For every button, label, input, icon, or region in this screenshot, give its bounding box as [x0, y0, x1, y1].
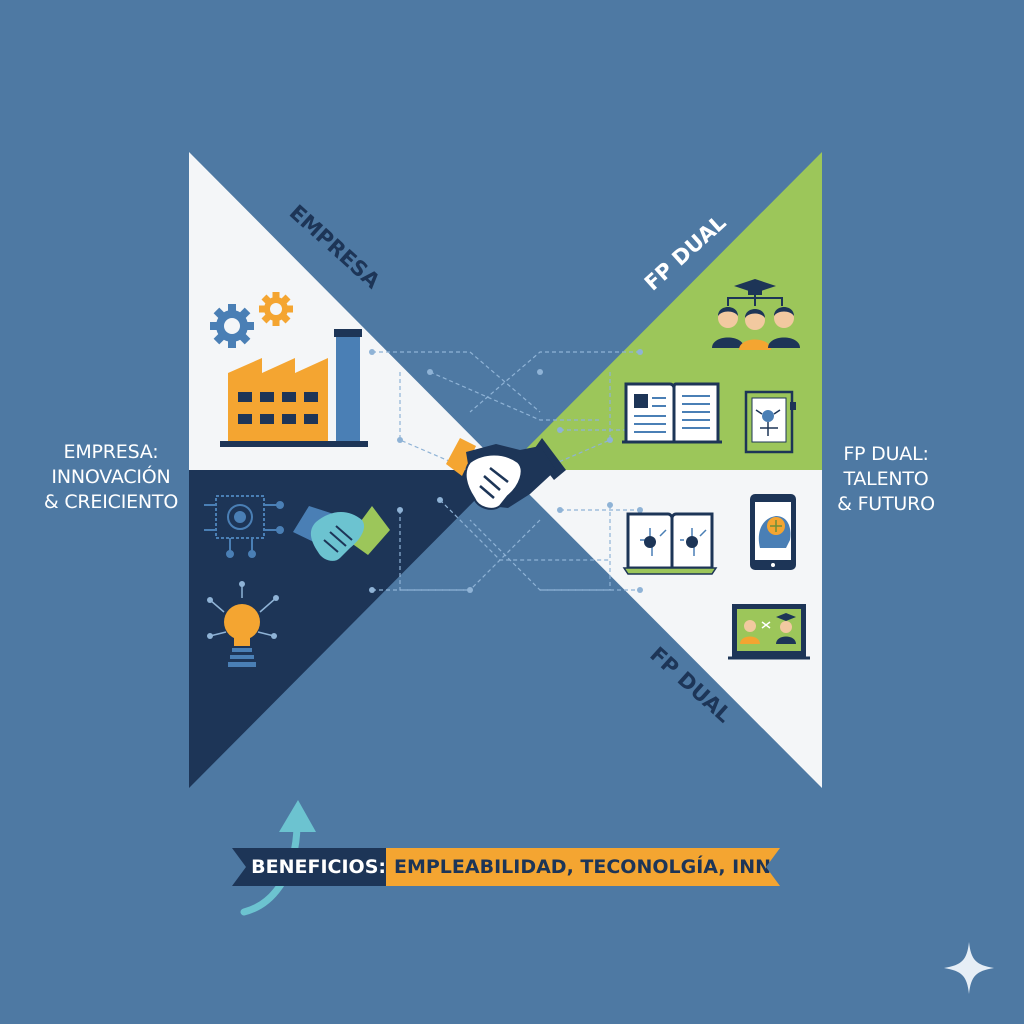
ai-chip-icon	[204, 495, 284, 558]
lightbulb-icon	[207, 581, 279, 667]
sparkle-icon	[944, 942, 994, 994]
side-label-left-line2: INNOVACIÓN	[51, 466, 171, 488]
benefits-banner: BENEFICIOS: EMPLEABILIDAD, TECONOLGÍA, I…	[232, 848, 780, 886]
central-handshake-icon	[446, 438, 566, 510]
graduation-group-icon	[712, 279, 800, 350]
factory-icon	[220, 329, 368, 447]
side-label-right: FP DUAL: TALENTO & FUTURO	[826, 442, 946, 517]
side-label-left-line3: & CREICIENTO	[43, 491, 179, 513]
circuit-book-icon	[622, 512, 718, 575]
tablet-brain-icon	[750, 494, 796, 570]
side-label-right-line1: FP DUAL:	[843, 443, 929, 465]
gears-icon	[210, 292, 293, 348]
handshake-icon	[293, 506, 390, 561]
online-class-icon	[728, 604, 810, 660]
side-label-right-line3: & FUTURO	[837, 493, 935, 515]
fpdual-top-triangle	[505, 152, 822, 470]
open-book-icon	[622, 382, 722, 444]
side-label-left: EMPRESA: INNOVACIÓN & CREICIENTO	[32, 440, 190, 515]
fpdual-bottom-triangle	[505, 470, 822, 788]
tech-book-icon	[744, 390, 796, 454]
connector-nodes	[369, 349, 643, 593]
empresa-bottom-triangle	[189, 470, 505, 788]
benefits-banner-items: EMPLEABILIDAD, TECONOLGÍA, INNOVACIÓN	[386, 848, 780, 886]
side-label-left-line1: EMPRESA:	[63, 441, 159, 463]
side-label-right-line2: TALENTO	[843, 468, 929, 490]
benefits-banner-label: BENEFICIOS:	[232, 848, 392, 886]
